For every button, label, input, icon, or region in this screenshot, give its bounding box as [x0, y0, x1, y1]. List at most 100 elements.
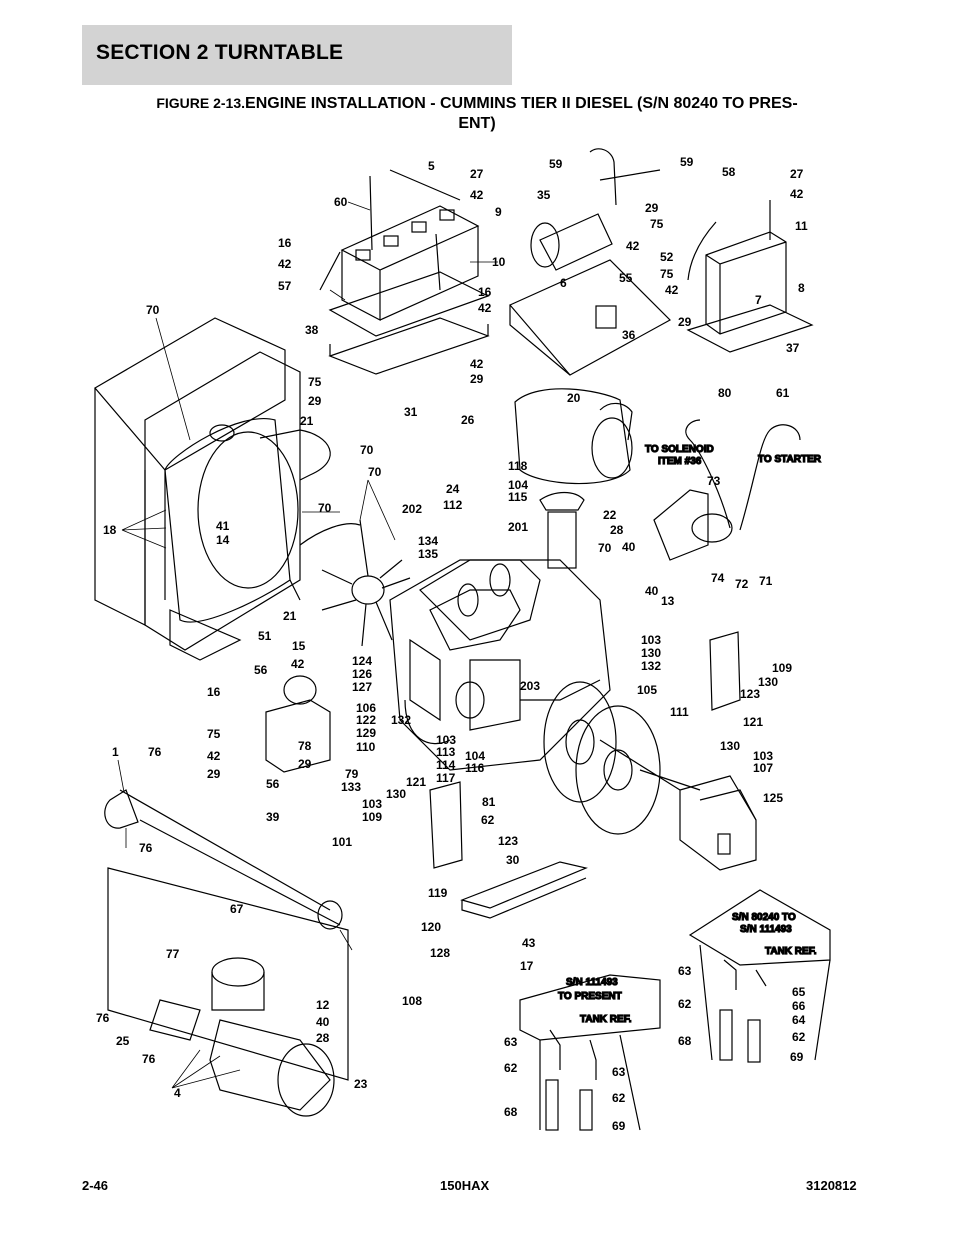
callout-29: 29 — [207, 767, 221, 781]
callout-123: 123 — [498, 834, 518, 848]
callout-121: 121 — [743, 715, 763, 729]
callout-124: 124 — [352, 654, 372, 668]
callout-26: 26 — [461, 413, 475, 427]
callout-203: 203 — [520, 679, 540, 693]
callout-77: 77 — [166, 947, 180, 961]
callout-112: 112 — [443, 498, 463, 512]
callout-132: 132 — [391, 713, 411, 727]
callout-59: 59 — [549, 157, 563, 171]
callout-16: 16 — [207, 685, 221, 699]
callout-10: 10 — [492, 255, 506, 269]
callout-113: 113 — [436, 745, 456, 759]
note-to-present: TO PRESENT — [558, 991, 622, 1002]
callout-103: 103 — [362, 797, 382, 811]
callout-38: 38 — [305, 323, 319, 337]
callout-27: 27 — [790, 167, 804, 181]
callout-61: 61 — [776, 386, 790, 400]
callout-63: 63 — [504, 1035, 518, 1049]
callout-12: 12 — [316, 998, 330, 1012]
callout-62: 62 — [504, 1061, 518, 1075]
callout-42: 42 — [470, 357, 484, 371]
callout-30: 30 — [506, 853, 520, 867]
callout-40: 40 — [645, 584, 659, 598]
callout-105: 105 — [637, 683, 657, 697]
note-to-solenoid: TO SOLENOID — [645, 444, 714, 455]
callout-111: 111 — [670, 705, 689, 719]
engine-mounts — [265, 631, 741, 919]
callout-70: 70 — [318, 501, 332, 515]
callout-202: 202 — [402, 502, 422, 516]
callout-20: 20 — [567, 391, 581, 405]
callout-59: 59 — [680, 155, 694, 169]
note-sn-80240: S/N 80240 TO — [732, 912, 796, 923]
section-header-bar: SECTION 2 TURNTABLE — [82, 25, 512, 85]
callout-106: 106 — [356, 701, 376, 715]
callout-8: 8 — [798, 281, 805, 295]
callout-69: 69 — [612, 1119, 626, 1133]
callout-63: 63 — [612, 1065, 626, 1079]
callout-57: 57 — [278, 279, 292, 293]
muffler — [514, 388, 633, 569]
callout-29: 29 — [645, 201, 659, 215]
callout-55: 55 — [619, 271, 633, 285]
callout-42: 42 — [626, 239, 640, 253]
page-number: 2-46 — [82, 1178, 109, 1193]
callout-110: 110 — [356, 740, 376, 754]
callout-70: 70 — [360, 443, 374, 457]
callout-119: 119 — [428, 886, 448, 900]
callout-29: 29 — [298, 757, 312, 771]
callout-37: 37 — [786, 341, 800, 355]
callout-13: 13 — [661, 594, 675, 608]
callout-22: 22 — [603, 508, 617, 522]
callout-16: 16 — [278, 236, 292, 250]
callout-103: 103 — [753, 749, 773, 763]
tray-plate — [509, 148, 814, 376]
section-title: SECTION 2 TURNTABLE — [96, 41, 344, 64]
callout-79: 79 — [345, 767, 359, 781]
callout-42: 42 — [665, 283, 679, 297]
callout-78: 78 — [298, 739, 312, 753]
note-to-starter: TO STARTER — [758, 454, 822, 465]
callout-133: 133 — [341, 780, 361, 794]
callout-21: 21 — [283, 609, 297, 623]
callout-120: 120 — [421, 920, 441, 934]
callout-109: 109 — [362, 810, 382, 824]
callout-67: 67 — [230, 902, 244, 916]
callout-62: 62 — [481, 813, 495, 827]
callout-103: 103 — [436, 733, 456, 747]
callout-76: 76 — [96, 1011, 110, 1025]
callout-42: 42 — [790, 187, 804, 201]
callout-58: 58 — [722, 165, 736, 179]
starter-solenoid — [653, 419, 801, 561]
callout-29: 29 — [470, 372, 484, 386]
callout-107: 107 — [753, 761, 773, 775]
callout-60: 60 — [334, 195, 348, 209]
leader-lines — [117, 201, 498, 1089]
callout-130: 130 — [386, 787, 406, 801]
battery-assembly — [319, 169, 490, 375]
callout-24: 24 — [446, 482, 460, 496]
callout-39: 39 — [266, 810, 280, 824]
callout-118: 118 — [508, 459, 528, 473]
callout-63: 63 — [678, 964, 692, 978]
callout-56: 56 — [266, 777, 280, 791]
callout-36: 36 — [622, 328, 636, 342]
callout-66: 66 — [792, 999, 806, 1013]
callout-129: 129 — [356, 726, 376, 740]
callout-70: 70 — [146, 303, 160, 317]
callout-109: 109 — [772, 661, 792, 675]
callout-42: 42 — [478, 301, 492, 315]
callout-43: 43 — [522, 936, 536, 950]
callout-128: 128 — [430, 946, 450, 960]
callout-121: 121 — [406, 775, 426, 789]
callout-56: 56 — [254, 663, 268, 677]
callout-5: 5 — [428, 159, 435, 173]
callout-76: 76 — [142, 1052, 156, 1066]
callout-42: 42 — [291, 657, 305, 671]
callout-103: 103 — [641, 633, 661, 647]
callout-134: 134 — [418, 534, 438, 548]
callout-27: 27 — [470, 167, 484, 181]
callout-104: 104 — [465, 749, 485, 763]
callout-135: 135 — [418, 547, 438, 561]
callout-130: 130 — [758, 675, 778, 689]
